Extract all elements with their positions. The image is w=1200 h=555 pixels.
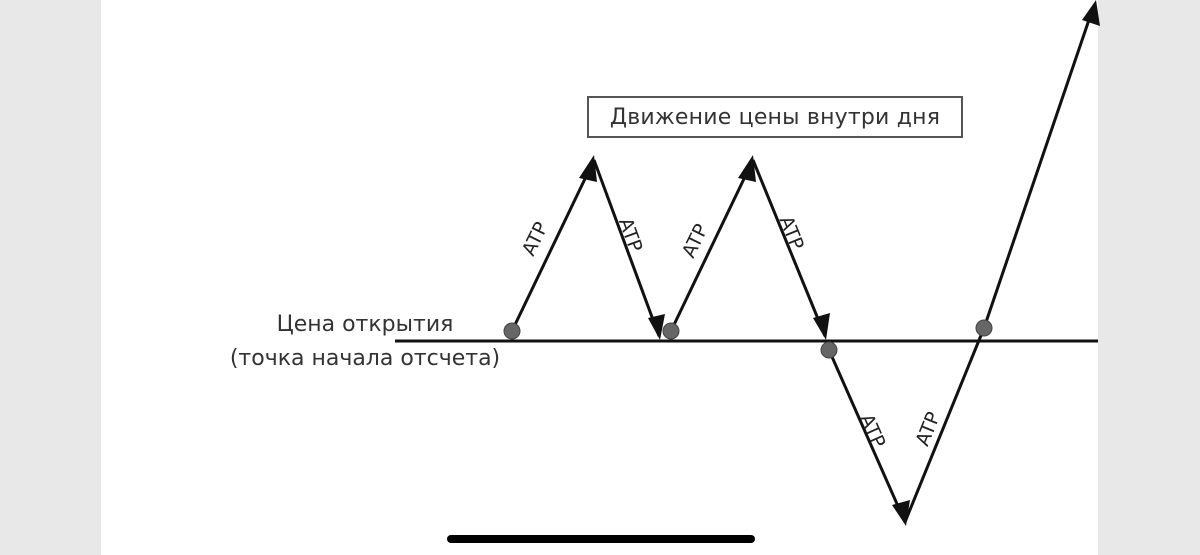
atr-segments <box>510 7 1095 523</box>
open-price-label-line1: Цена открытия <box>276 312 454 337</box>
arrow-down-icon <box>892 500 910 526</box>
open-price-label: Цена открытия (точка начала отсчета) <box>210 308 520 376</box>
arrow-down-icon <box>813 313 830 340</box>
arrow-up-icon <box>738 155 756 182</box>
intraday-movement-title-box: Движение цены внутри дня <box>587 96 963 138</box>
title-box-text: Движение цены внутри дня <box>609 104 941 130</box>
reference-dots <box>503 319 993 359</box>
arrow-up-icon <box>579 155 597 182</box>
arrowheads <box>579 0 1100 526</box>
dot-marker <box>820 341 838 359</box>
arrow-up-icon <box>1082 0 1100 26</box>
open-price-label-line2: (точка начала отсчета) <box>229 346 501 371</box>
home-indicator[interactable] <box>447 535 755 543</box>
dot-marker <box>662 322 680 340</box>
dot-marker <box>503 322 521 340</box>
page-canvas <box>101 0 1098 555</box>
arrow-down-icon <box>648 314 665 340</box>
dot-marker <box>975 319 993 337</box>
